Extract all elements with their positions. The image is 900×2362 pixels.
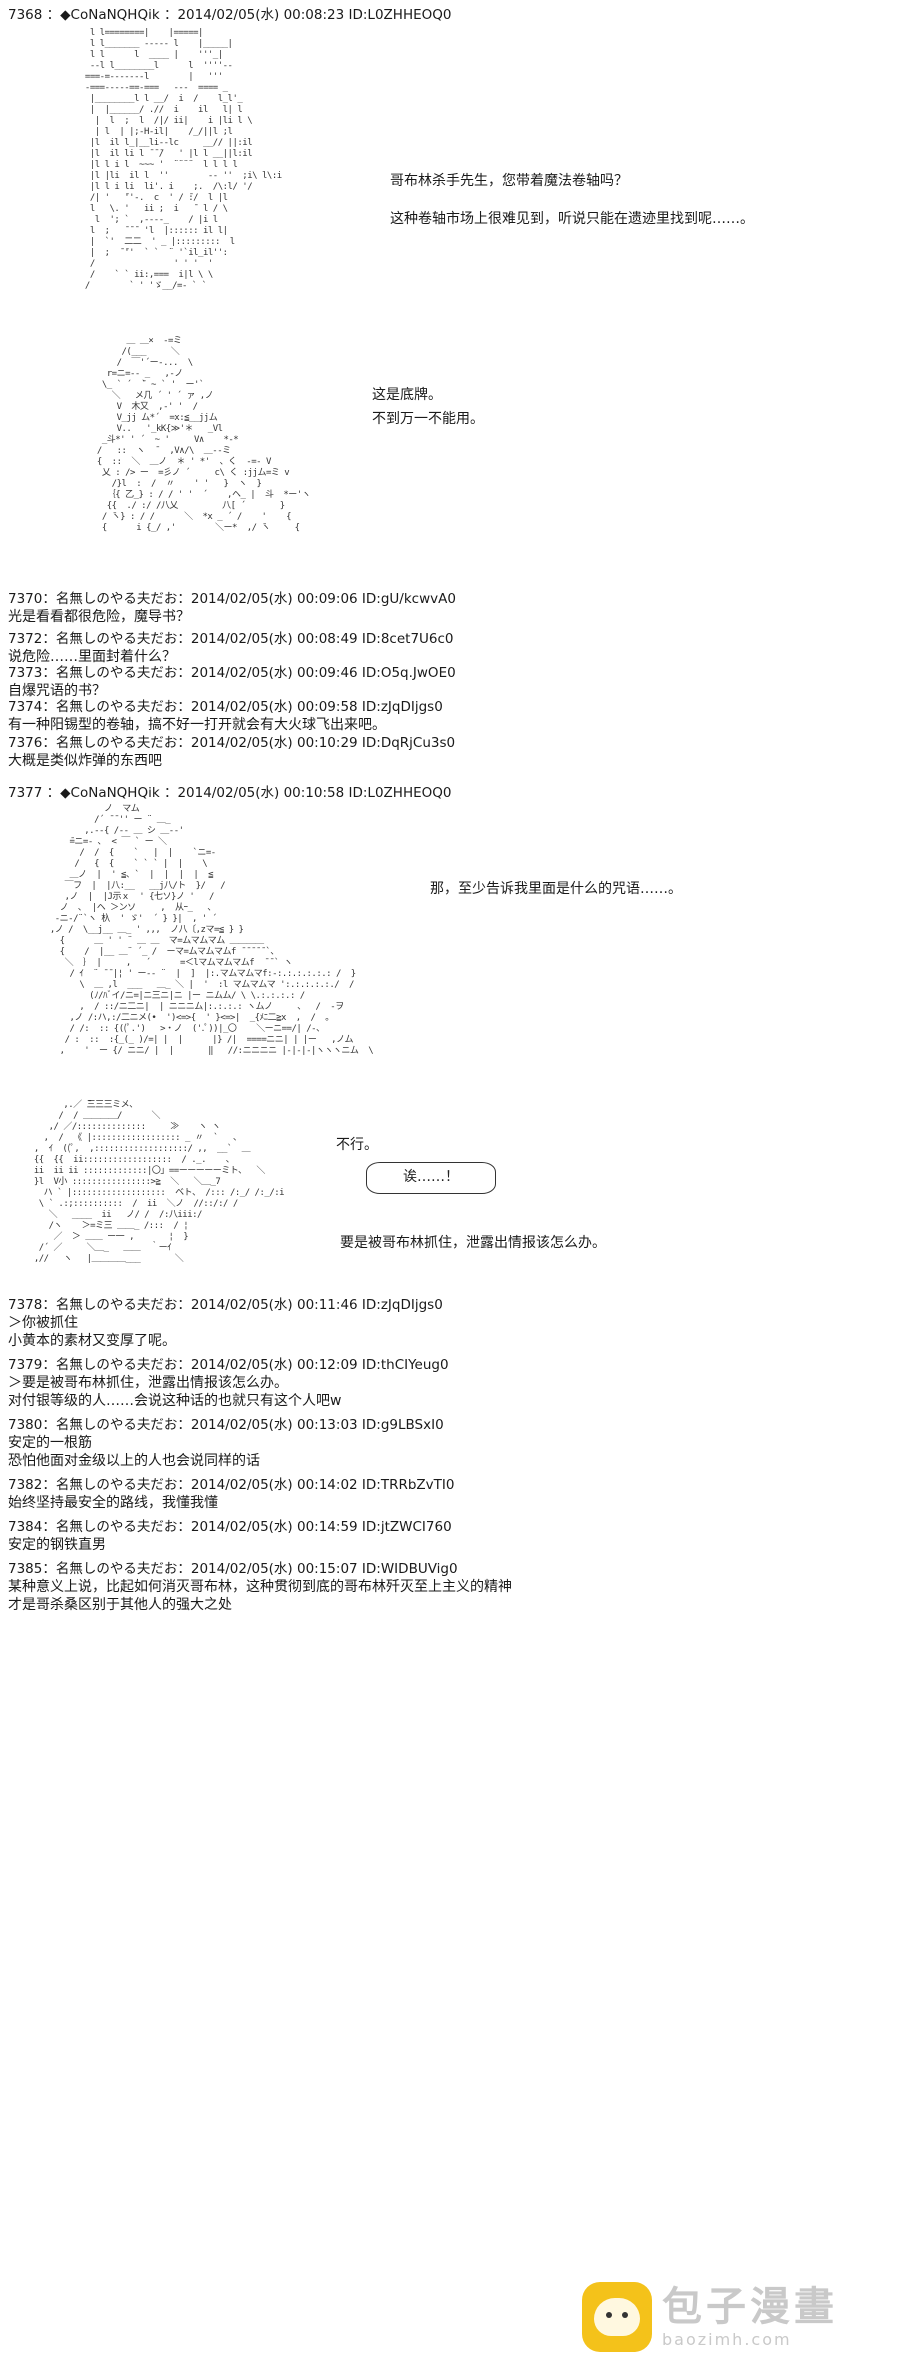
watermark-title: 包子漫畫	[662, 2284, 838, 2330]
post-header: 7382：名無しのやる夫だお：2014/02/05(水) 00:14:02 ID…	[8, 1477, 455, 1493]
dialog-line: 那，至少告诉我里面是什么的咒语……。	[430, 881, 682, 897]
post-header: 7373：名無しのやる夫だお：2014/02/05(水) 00:09:46 ID…	[8, 665, 456, 681]
post-header: 7380：名無しのやる夫だお：2014/02/05(水) 00:13:03 ID…	[8, 1417, 444, 1433]
post-body: 大概是类似炸弹的东西吧	[8, 753, 162, 769]
post-body: 有一种阳锡型的卷轴，搞不好一打开就会有大火球飞出来吧。	[8, 717, 386, 733]
watermark: 包子漫畫 baozimh.com	[582, 2272, 900, 2362]
dialog-line: 这是底牌。	[372, 387, 442, 403]
post-header: 7370：名無しのやる夫だお：2014/02/05(水) 00:09:06 ID…	[8, 591, 456, 607]
post-header: 7372：名無しのやる夫だお：2014/02/05(水) 00:08:49 ID…	[8, 631, 454, 647]
speech-bubble: 诶……！	[366, 1162, 496, 1194]
post-header: 7384：名無しのやる夫だお：2014/02/05(水) 00:14:59 ID…	[8, 1519, 452, 1535]
post-body: 自爆咒语的书？	[8, 683, 106, 699]
post-body: 说危险……里面封着什么？	[8, 649, 176, 665]
post-body: ＞你被抓住 小黄本的素材又变厚了呢。	[8, 1315, 176, 1349]
post-header: 7374：名無しのやる夫だお：2014/02/05(水) 00:09:58 ID…	[8, 699, 443, 715]
watermark-subtitle: baozimh.com	[662, 2330, 792, 2349]
post-header: 7377 ：◆CoNaNQHQik ：2014/02/05(水) 00:10:5…	[8, 785, 452, 801]
ascii-art-helmet: ,.／ ̄三三三ミメ、 / / ＿＿＿＿/ ＼ ,/ ／/:::::::::::…	[33, 1100, 285, 1264]
ascii-art-priestess: ノ マム /´ ̄ ̄ '' ー ¨ ＿_ ,.--{ /-- ＿ シ ＿--'…	[49, 804, 374, 1056]
post-body: 始终坚持最安全的路线，我懂我懂	[8, 1495, 218, 1511]
dialog-line: 要是被哥布林抓住，泄露出情报该怎么办。	[340, 1235, 606, 1251]
post-body: 安定的一根筋 恐怕他面对金级以上的人也会说同样的话	[8, 1435, 260, 1469]
post-header: 7378：名無しのやる夫だお：2014/02/05(水) 00:11:46 ID…	[8, 1297, 443, 1313]
ascii-art-armored-warrior: ＿ ＿× -=ミ /(___ ＼ / ￣'´ー-... \ r=ニ=-- _ ,…	[96, 336, 311, 533]
post-body: ＞要是被哥布林抓住，泄露出情报该怎么办。 对付银等级的人……会说这种话的也就只有…	[8, 1375, 342, 1409]
dialog-line: 这种卷轴市场上很难见到，听说只能在遗迹里找到呢……。	[390, 211, 754, 227]
post-header: 7368 ：◆CoNaNQHQik ：2014/02/05(水) 00:08:2…	[8, 7, 452, 23]
post-body: 光是看看都很危险，魔导书？	[8, 609, 190, 625]
ascii-art-woman-portrait: l l========| |=====| l l_______ ----- l …	[84, 28, 282, 291]
post-body: 某种意义上说，比起如何消灭哥布林，这种贯彻到底的哥布林歼灭至上主义的精神 才是哥…	[8, 1579, 512, 1613]
dialog-line: 哥布林杀手先生，您带着魔法卷轴吗？	[390, 173, 628, 189]
post-header: 7376：名無しのやる夫だお：2014/02/05(水) 00:10:29 ID…	[8, 735, 456, 751]
post-header: 7385：名無しのやる夫だお：2014/02/05(水) 00:15:07 ID…	[8, 1561, 458, 1577]
speech-bubble-text: 诶……！	[403, 1169, 459, 1185]
bun-logo-icon	[582, 2282, 652, 2352]
dialog-line: 不行。	[336, 1137, 378, 1153]
dialog-line: 不到万一不能用。	[372, 411, 484, 427]
post-header: 7379：名無しのやる夫だお：2014/02/05(水) 00:12:09 ID…	[8, 1357, 449, 1373]
post-body: 安定的钢铁直男	[8, 1537, 106, 1553]
